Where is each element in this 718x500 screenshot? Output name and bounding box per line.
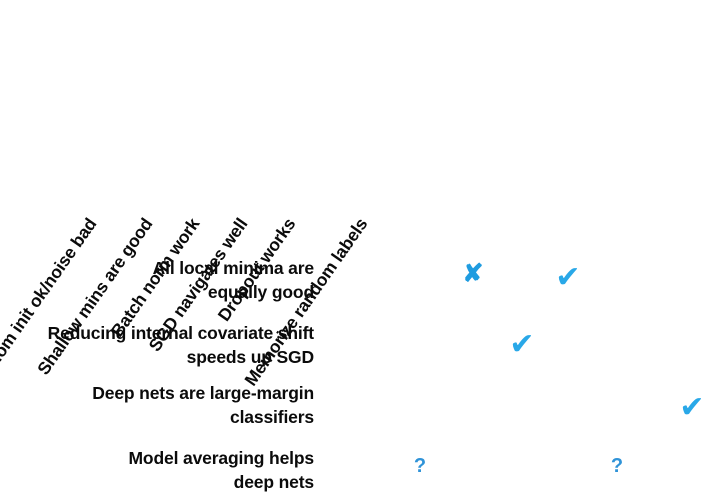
- row-label-line: deep nets: [233, 471, 314, 492]
- row-label: Deep nets are large-margin classifiers: [0, 382, 314, 429]
- row-label-line: classifiers: [230, 406, 314, 427]
- cell-mark-question: ?: [413, 455, 427, 477]
- row-label-line: Deep nets are large-margin: [92, 383, 314, 403]
- cell-mark-check: ✔: [555, 260, 581, 295]
- row-label-line: Reducing internal covariate shift: [47, 323, 315, 343]
- row-label: Reducing internal covariate shift speeds…: [0, 322, 315, 369]
- cell-mark-cross: ✘: [462, 259, 484, 288]
- row-label-line: equally good: [207, 281, 314, 302]
- row-label: Model averaging helps deep nets: [0, 447, 314, 494]
- row-label-line: speeds up SGD: [186, 346, 315, 367]
- row-label-line: All local minima are: [152, 258, 315, 278]
- cell-mark-check: ✔: [509, 327, 535, 362]
- row-label-line: Model averaging helps: [128, 448, 314, 468]
- row-label: All local minima are equally good: [0, 257, 315, 304]
- cell-mark-question: ?: [610, 455, 624, 477]
- cell-mark-check: ✔: [679, 390, 705, 425]
